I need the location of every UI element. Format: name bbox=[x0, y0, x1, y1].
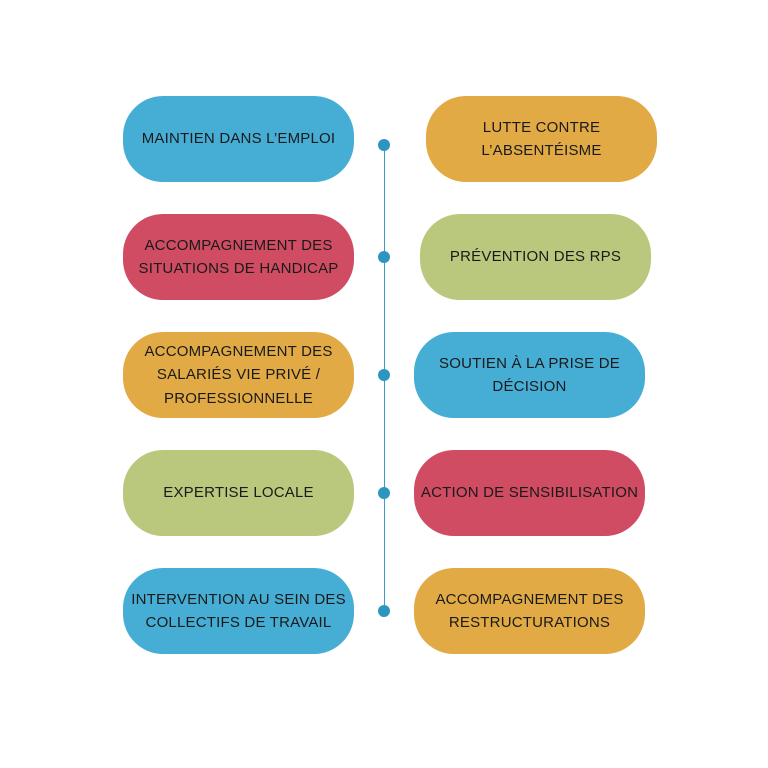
item-label: MAINTIEN DANS L’EMPLOI bbox=[141, 130, 336, 148]
item-label: PRÉVENTION DES RPS bbox=[449, 248, 622, 266]
left-item-handicap: ACCOMPAGNEMENT DES SITUATIONS DE HANDICA… bbox=[123, 214, 354, 300]
timeline-dot bbox=[378, 139, 390, 151]
timeline-dot bbox=[378, 487, 390, 499]
timeline-dot bbox=[378, 251, 390, 263]
right-item-absenteisme: LUTTE CONTRE L’ABSENTÉISME bbox=[426, 96, 657, 182]
left-item-expertise-locale: EXPERTISE LOCALE bbox=[123, 450, 354, 536]
item-label: INTERVENTION AU SEIN DES COLLECTIFS DE T… bbox=[131, 590, 346, 631]
left-item-vie-privee: ACCOMPAGNEMENT DES SALARIÉS VIE PRIVÉ / … bbox=[123, 332, 354, 418]
item-label: ACCOMPAGNEMENT DES RESTRUCTURATIONS bbox=[435, 590, 624, 631]
right-item-prevention-rps: PRÉVENTION DES RPS bbox=[420, 214, 651, 300]
right-item-restructurations: ACCOMPAGNEMENT DES RESTRUCTURATIONS bbox=[414, 568, 645, 654]
item-label: ACCOMPAGNEMENT DES SITUATIONS DE HANDICA… bbox=[138, 236, 339, 277]
item-label: EXPERTISE LOCALE bbox=[163, 484, 314, 502]
item-label: ACTION DE SENSIBILISATION bbox=[420, 484, 639, 502]
item-label: SOUTIEN À LA PRISE DE DÉCISION bbox=[439, 354, 620, 395]
left-item-maintien-emploi: MAINTIEN DANS L’EMPLOI bbox=[123, 96, 354, 182]
right-item-sensibilisation: ACTION DE SENSIBILISATION bbox=[414, 450, 645, 536]
item-label: ACCOMPAGNEMENT DES SALARIÉS VIE PRIVÉ / … bbox=[144, 343, 333, 407]
right-item-prise-decision: SOUTIEN À LA PRISE DE DÉCISION bbox=[414, 332, 645, 418]
timeline-dot bbox=[378, 605, 390, 617]
timeline-dot bbox=[378, 369, 390, 381]
item-label: LUTTE CONTRE L’ABSENTÉISME bbox=[481, 118, 602, 159]
left-item-collectifs: INTERVENTION AU SEIN DES COLLECTIFS DE T… bbox=[123, 568, 354, 654]
